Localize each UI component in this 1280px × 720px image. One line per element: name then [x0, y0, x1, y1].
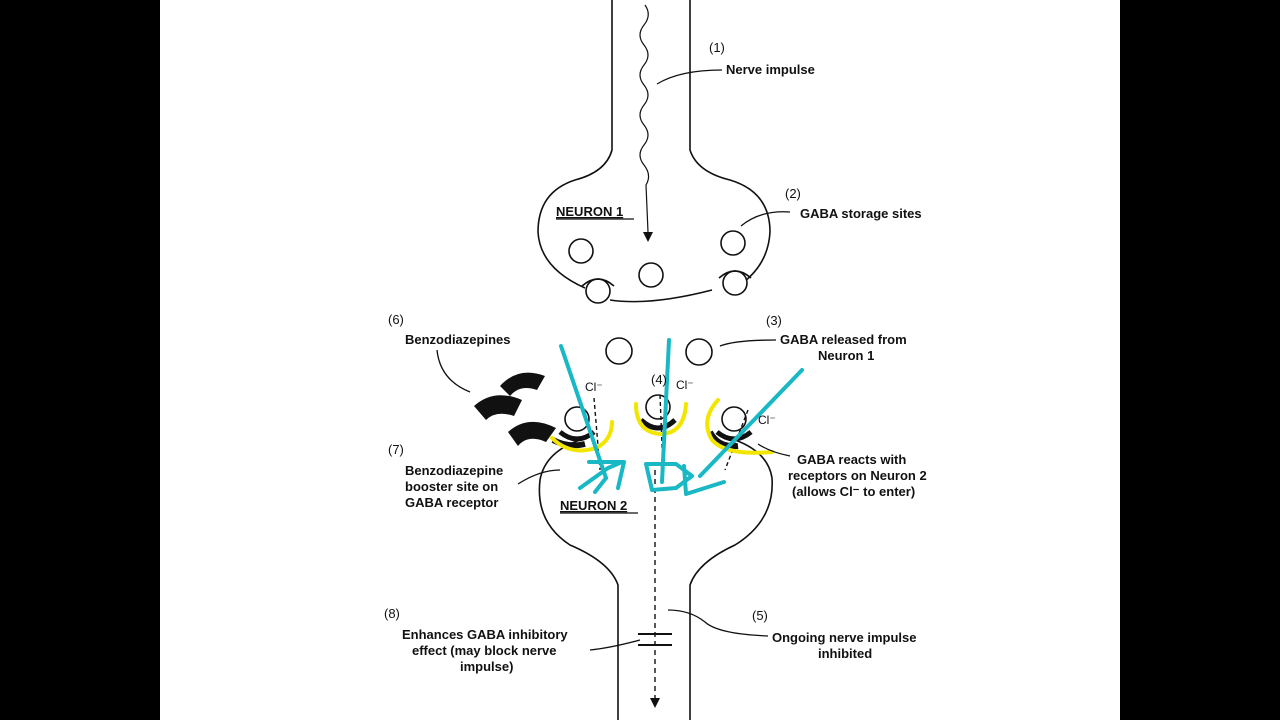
cl-ion-right: Cl⁻	[758, 413, 776, 427]
label-4-line-3: (allows Cl⁻ to enter)	[792, 484, 915, 499]
paper	[160, 0, 1120, 720]
label-7-number: (7)	[388, 442, 404, 457]
label-1-number: (1)	[709, 40, 725, 55]
label-7-line-3: GABA receptor	[405, 495, 498, 510]
label-gaba-storage: (2) GABA storage sites	[785, 186, 922, 221]
label-8-line-2: effect (may block nerve	[412, 643, 557, 658]
neuron2-title: NEURON 2	[560, 498, 627, 513]
leader-lines	[436, 69, 791, 651]
cl-ion-left: Cl⁻	[585, 380, 603, 394]
label-4-line-1: GABA reacts with	[797, 452, 906, 467]
label-3-line-2: Neuron 1	[818, 348, 874, 363]
label-booster-site: (7) Benzodiazepine booster site on GABA …	[388, 442, 503, 510]
cyan-annotation-arrows	[559, 338, 804, 496]
neuron2-outline	[538, 439, 773, 720]
released-gaba	[605, 337, 713, 366]
label-3-line-1: GABA released from	[780, 332, 907, 347]
label-4-line-2: receptors on Neuron 2	[788, 468, 927, 483]
gaba-storage-vesicles	[568, 230, 748, 304]
label-8-line-1: Enhances GABA inhibitory	[402, 627, 568, 642]
neuron1-outline	[537, 0, 771, 303]
label-7-line-2: booster site on	[405, 479, 498, 494]
nerve-impulse-path	[639, 4, 650, 233]
neuron1-title: NEURON 1	[556, 204, 623, 219]
label-2-number: (2)	[785, 186, 801, 201]
label-enhances-inhibition: (8) Enhances GABA inhibitory effect (may…	[384, 606, 568, 674]
receptor-bound-gaba	[564, 394, 747, 432]
label-3-number: (3)	[766, 313, 782, 328]
label-4-number: (4)	[651, 372, 667, 387]
label-benzodiazepines: (6) Benzodiazepines	[388, 312, 510, 347]
inhibited-impulse-arrowhead	[650, 698, 660, 708]
benzodiazepine-booster-site-right	[707, 430, 739, 450]
benzodiazepine-molecules	[474, 372, 556, 446]
nerve-impulse-arrowhead	[643, 232, 653, 242]
label-6-text: Benzodiazepines	[405, 332, 510, 347]
block-bars	[638, 633, 672, 646]
label-8-number: (8)	[384, 606, 400, 621]
label-impulse-inhibited: (5) Ongoing nerve impulse inhibited	[752, 608, 916, 661]
vesicle-docking-rims	[581, 270, 752, 287]
label-6-number: (6)	[388, 312, 404, 327]
label-2-text: GABA storage sites	[800, 206, 922, 221]
label-8-line-3: impulse)	[460, 659, 513, 674]
label-gaba-released: (3) GABA released from Neuron 1	[766, 313, 907, 363]
label-1-text: Nerve impulse	[726, 62, 815, 77]
cl-ion-middle: Cl⁻	[676, 378, 694, 392]
label-5-line-2: inhibited	[818, 646, 872, 661]
label-5-line-1: Ongoing nerve impulse	[772, 630, 916, 645]
label-7-line-1: Benzodiazepine	[405, 463, 503, 478]
label-5-number: (5)	[752, 608, 768, 623]
label-gaba-reacts: (4) GABA reacts with receptors on Neuron…	[651, 372, 927, 499]
label-nerve-impulse: (1) Nerve impulse	[709, 40, 815, 77]
